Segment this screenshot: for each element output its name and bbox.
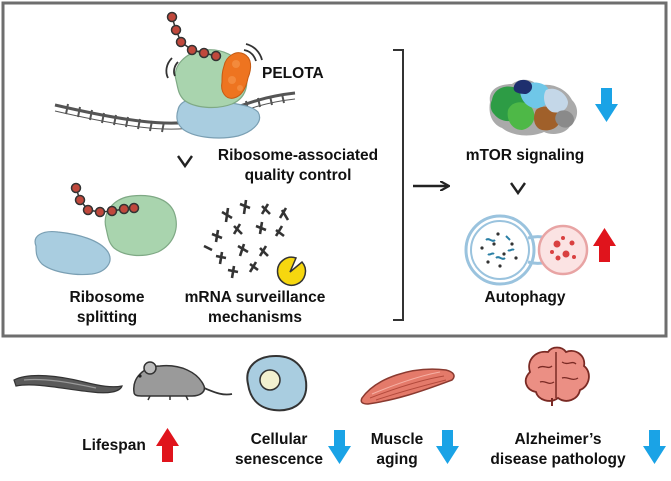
muscle-aging-label-line2: aging <box>376 451 418 468</box>
senescent-cell-icon <box>246 354 308 412</box>
autophagy-label: Autophagy <box>484 289 566 306</box>
muscle-down-arrow-icon <box>436 430 459 464</box>
pacman-nuclease-icon <box>276 256 307 286</box>
senescence-down-arrow-icon <box>328 430 351 464</box>
alzheimers-label-line2: disease pathology <box>490 451 626 468</box>
senescence-label-line2: senescence <box>235 451 323 468</box>
alzheimers-down-arrow-icon <box>643 430 666 464</box>
split-ribosome-illustration <box>34 182 177 276</box>
senescence-label-line1: Cellular <box>250 431 308 448</box>
autophagy-up-arrow-icon <box>593 228 616 262</box>
worm-icon <box>13 374 123 394</box>
ribosome-splitting-label-line1: Ribosome <box>69 289 145 306</box>
lifespan-up-arrow-icon <box>156 428 179 462</box>
autophagy-illustration <box>464 214 589 286</box>
mtor-signaling-label: mTOR signaling <box>465 147 585 164</box>
mouse-icon <box>133 361 233 401</box>
rqc-label-line1: Ribosome-associated <box>217 147 379 164</box>
ribosome-pelota-complex <box>54 11 296 139</box>
brain-icon <box>524 346 590 406</box>
mrna-fragments-illustration <box>203 199 290 279</box>
muscle-icon <box>360 368 455 405</box>
outer-frame <box>1 1 668 338</box>
mrna-surveillance-label-line2: mechanisms <box>208 309 302 326</box>
muscle-aging-label-line1: Muscle <box>370 431 424 448</box>
mrna-surveillance-label-line1: mRNA surveillance <box>184 289 326 306</box>
arrow-rqc-down <box>177 155 193 169</box>
pelota-label: PELOTA <box>262 65 324 82</box>
alzheimers-label-line1: Alzheimer’s <box>514 431 602 448</box>
mtor-down-arrow-icon <box>595 88 618 122</box>
arrow-mtor-to-autophagy <box>510 182 526 196</box>
lifespan-label: Lifespan <box>82 437 146 454</box>
grouping-bracket <box>393 49 404 321</box>
rqc-label-line2: quality control <box>244 167 352 184</box>
mtor-complex-illustration <box>489 79 578 136</box>
ribosome-splitting-label-line2: splitting <box>76 309 138 326</box>
